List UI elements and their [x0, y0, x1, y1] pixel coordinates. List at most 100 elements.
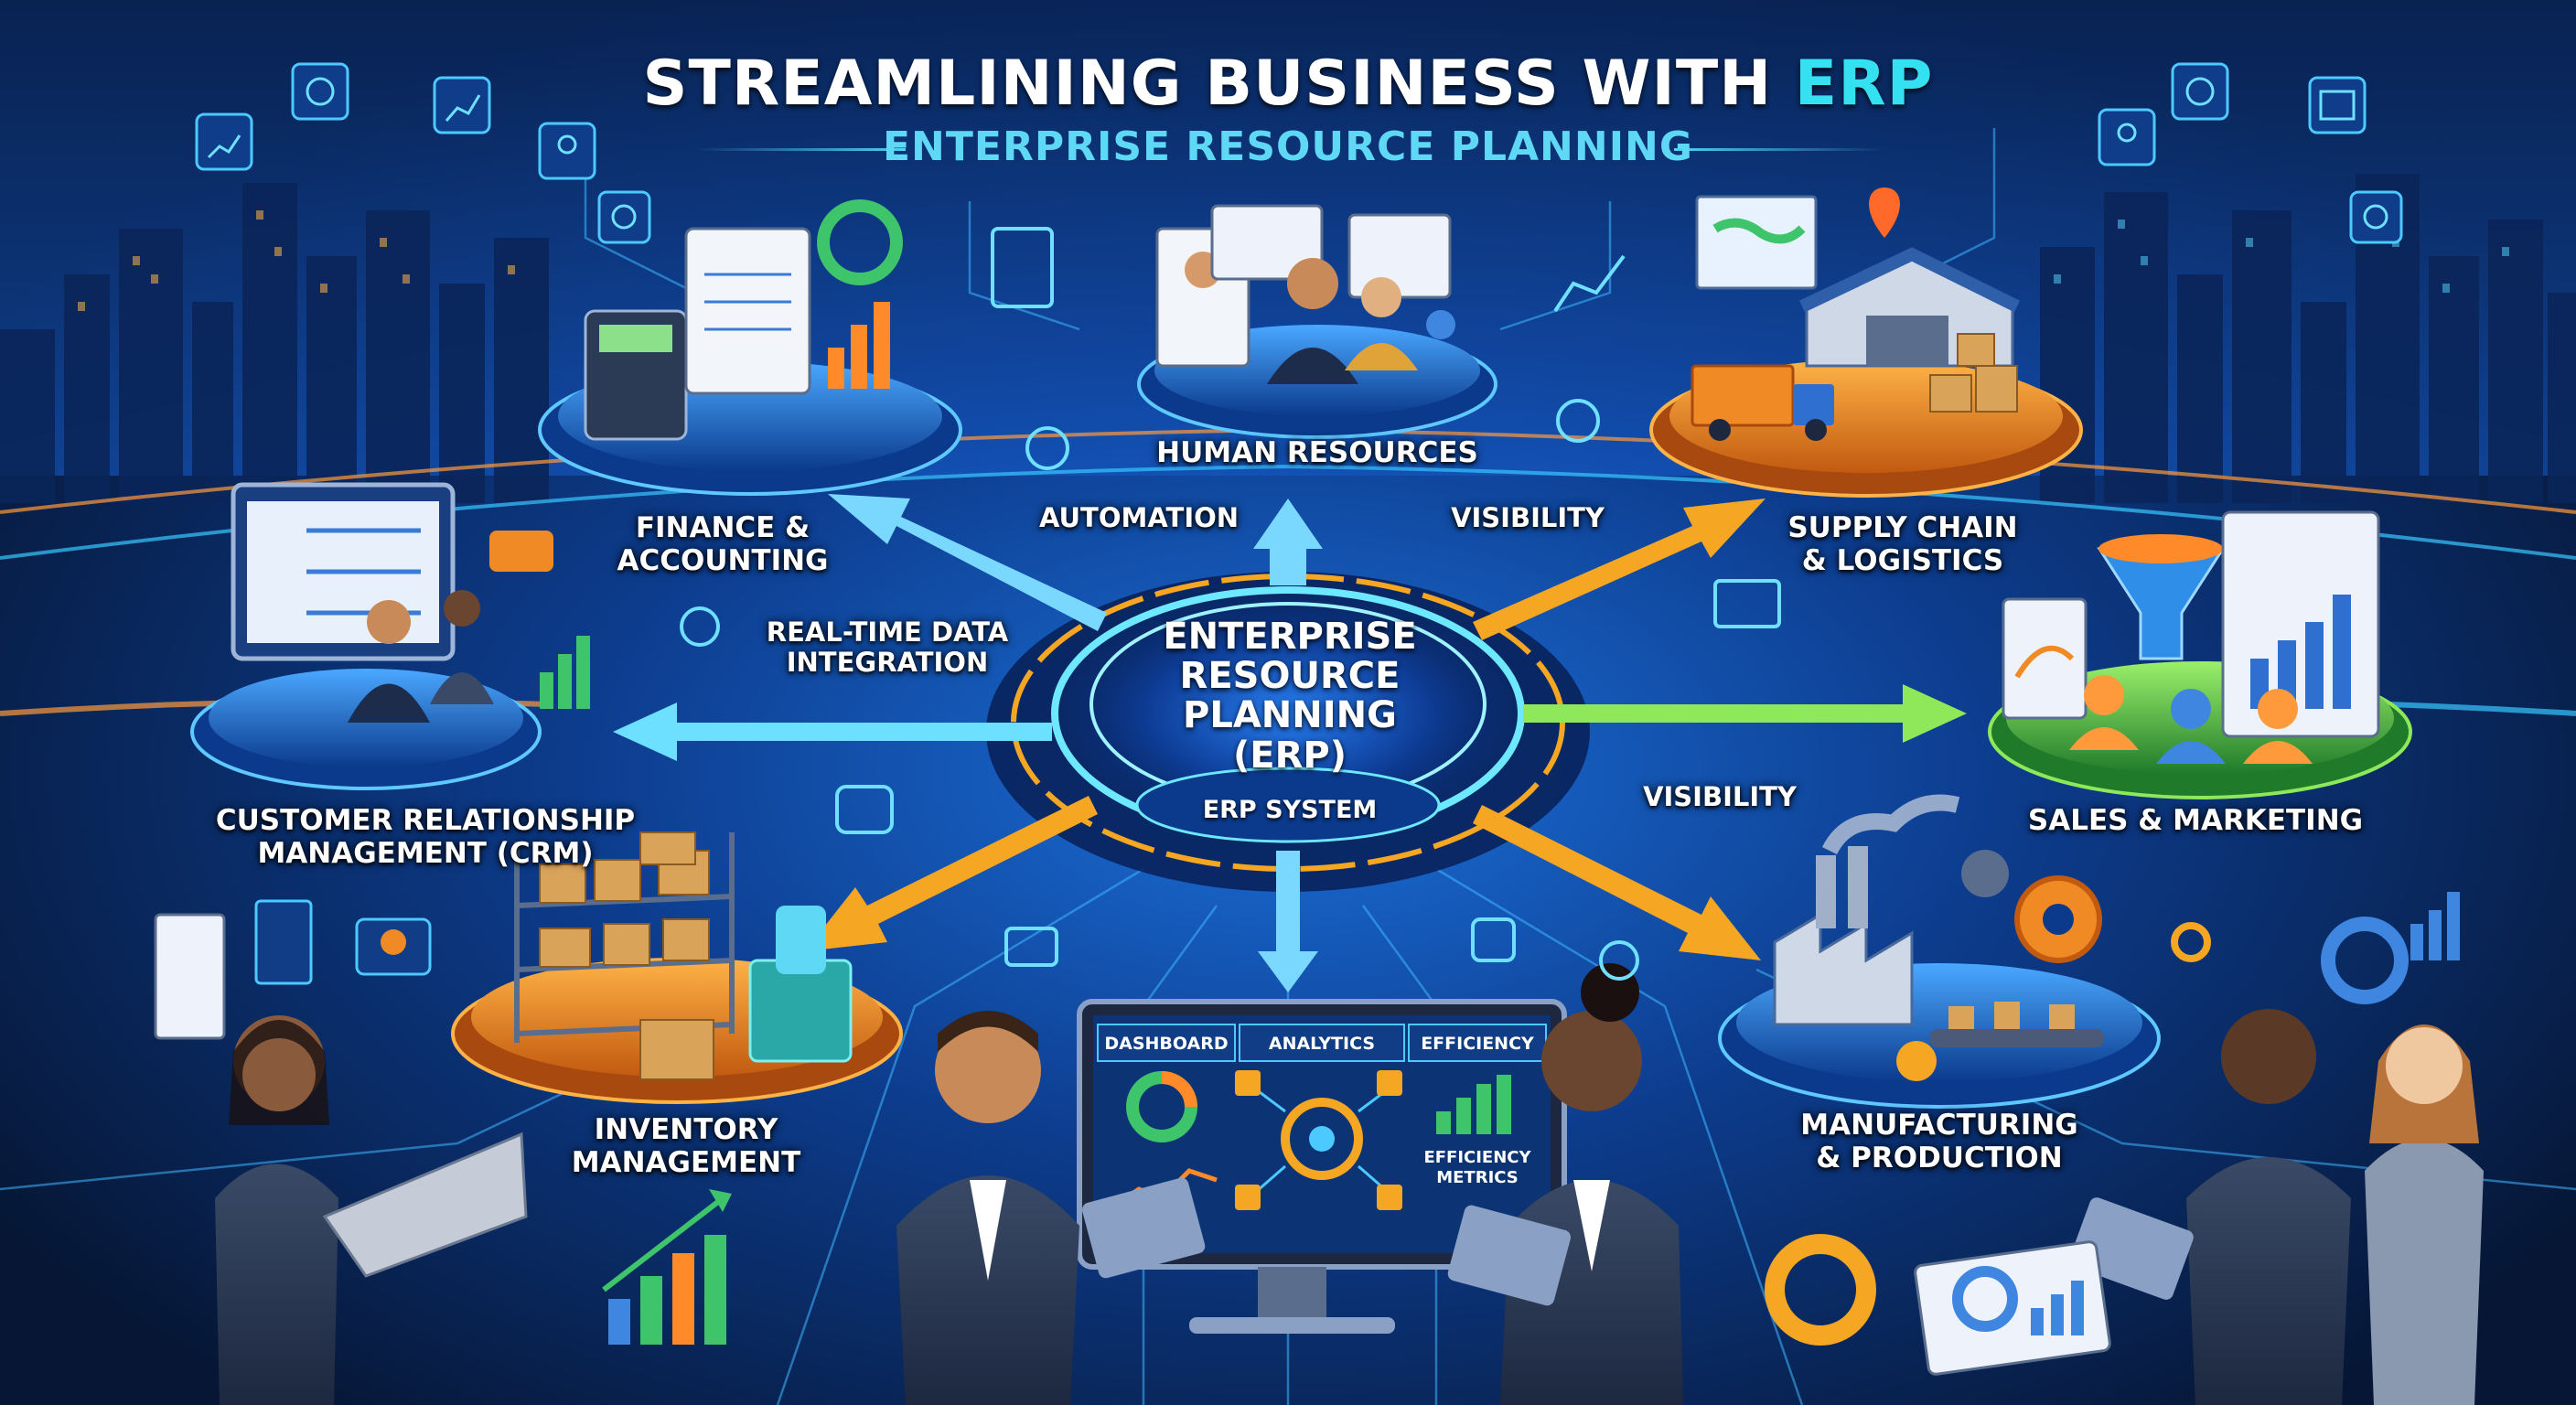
benefit-label-automation: AUTOMATION — [1038, 502, 1240, 533]
label-line: REAL-TIME DATA — [766, 617, 1009, 648]
map-icon — [1695, 195, 1818, 290]
gear-icon — [1599, 940, 1639, 981]
module-label-finance: FINANCE & ACCOUNTING — [585, 511, 860, 577]
bar-chart-icon — [540, 636, 590, 709]
clipboard-icon — [991, 227, 1054, 308]
label-line: FINANCE & — [635, 511, 810, 544]
hub-title-line: RESOURCE — [1179, 655, 1401, 698]
label-line: METRICS — [1436, 1167, 1519, 1187]
floating-icons-right — [2171, 892, 2460, 1004]
label-line: SUPPLY CHAIN — [1787, 511, 2018, 544]
bar-chart-icon — [828, 302, 890, 389]
module-label-inventory: INVENTORY MANAGEMENT — [549, 1113, 823, 1179]
hub-system-label: ERP SYSTEM — [1202, 796, 1378, 824]
label-line: CUSTOMER RELATIONSHIP — [215, 804, 636, 837]
tablet-icon — [1447, 1205, 1572, 1306]
platform-sales — [1988, 510, 2412, 799]
person-woman-laptop — [215, 1015, 528, 1405]
city-skyline-right — [2040, 174, 2576, 503]
module-label-sales: SALES & MARKETING — [2003, 804, 2388, 838]
screen-tab-dashboard: DASHBOARD — [1104, 1034, 1229, 1054]
arrow-to-inventory — [805, 796, 1098, 951]
chat-icon — [1004, 927, 1058, 967]
people-icon — [1426, 310, 1455, 339]
foreground-gear-icon — [1765, 1234, 1876, 1346]
code-icon — [835, 785, 894, 834]
title-accent: ERP — [1794, 48, 1934, 120]
label-line: EFFICIENCY — [1423, 1148, 1531, 1167]
screen-tab-efficiency: EFFICIENCY — [1421, 1034, 1534, 1054]
subtitle-rule-right — [1674, 148, 1884, 151]
pie-chart-icon — [817, 199, 903, 285]
erp-hub — [986, 572, 1590, 892]
arrow-to-crm — [613, 702, 1052, 761]
label-line: SALES & MARKETING — [2027, 804, 2364, 837]
label-line: INVENTORY — [594, 1113, 778, 1146]
arrow-to-supply-chain — [1473, 499, 1766, 640]
module-label-crm: CUSTOMER RELATIONSHIP MANAGEMENT (CRM) — [206, 804, 645, 870]
label-line: MANAGEMENT (CRM) — [257, 836, 594, 870]
truck-icon — [1690, 364, 1795, 427]
laptop-icon — [322, 1132, 528, 1278]
module-label-supply-chain: SUPPLY CHAIN & LOGISTICS — [1756, 511, 2049, 577]
person-man-tablet-center — [896, 1011, 1206, 1405]
label-line: HUMAN RESOURCES — [1156, 436, 1478, 469]
screen-efficiency-metrics: EFFICIENCY METRICS — [1413, 1148, 1541, 1187]
platform-finance — [538, 199, 962, 496]
label-line: MANUFACTURING — [1800, 1109, 2078, 1142]
database-icon — [1471, 917, 1516, 962]
gear-icon — [291, 62, 349, 121]
floating-documents-left — [154, 899, 432, 1040]
hub-title: ENTERPRISE RESOURCE PLANNING (ERP) — [1107, 617, 1473, 776]
gear-icon — [597, 190, 651, 244]
label-line: INTEGRATION — [786, 647, 989, 679]
arrow-to-hr — [1253, 499, 1323, 585]
platform-supply-chain — [1649, 188, 2083, 498]
people-icon — [2098, 108, 2156, 166]
arrow-to-finance — [828, 494, 1107, 631]
arrow-to-dashboard — [1258, 851, 1318, 992]
platform-crm — [190, 482, 590, 790]
bar-chart-icon — [1553, 254, 1626, 313]
platform-hr — [1137, 204, 1497, 439]
benefit-label-realtime-data: REAL-TIME DATA INTEGRATION — [746, 617, 1029, 679]
gear-icon — [1961, 850, 2009, 897]
bar-chart-icon — [2410, 892, 2460, 960]
automation-icon — [1025, 426, 1069, 470]
hub-title-line: PLANNING — [1183, 694, 1397, 737]
tile-glyphs — [207, 77, 2388, 230]
hub-title-line: (ERP) — [1232, 734, 1347, 777]
gear-icon — [1556, 399, 1600, 443]
page-subtitle: ENTERPRISE RESOURCE PLANNING — [883, 123, 1693, 170]
gear-icon — [1281, 1098, 1363, 1180]
page-title: STREAMLINING BUSINESS WITH ERP — [0, 48, 2576, 120]
arrow-to-sales — [1523, 684, 1967, 743]
laptop-icon — [1713, 579, 1781, 628]
label-line: & LOGISTICS — [1801, 543, 2004, 577]
gear-icon — [2171, 922, 2211, 962]
people-icon — [538, 122, 596, 180]
map-pin-icon — [1869, 188, 1900, 238]
connection-arrows — [613, 494, 1967, 992]
benefit-label-visibility-right: VISIBILITY — [1643, 781, 1797, 812]
chat-bubble-icon — [489, 531, 553, 572]
gear-icon — [2171, 62, 2229, 121]
module-label-manufacturing: MANUFACTURING & PRODUCTION — [1775, 1109, 2104, 1174]
bar-chart-icon — [1436, 1075, 1511, 1134]
benefit-label-visibility-top: VISIBILITY — [1451, 502, 1605, 533]
screen-tab-analytics: ANALYTICS — [1268, 1034, 1376, 1054]
city-windows-left — [78, 210, 515, 311]
clipboard-icon — [684, 227, 811, 395]
subtitle-rule-left — [695, 148, 906, 151]
foreground-report-icon — [1914, 1240, 2111, 1376]
platform-inventory — [451, 831, 903, 1104]
gear-icon — [1896, 1041, 1937, 1081]
label-line: & PRODUCTION — [1816, 1141, 2063, 1174]
people-icon — [2069, 675, 2313, 764]
gear-icon — [2321, 917, 2409, 1004]
label-line: MANAGEMENT — [571, 1145, 801, 1179]
arrow-to-manufacturing — [1473, 805, 1761, 960]
gear-icon — [2349, 190, 2403, 244]
mid-icons — [680, 227, 1781, 981]
sync-icon — [680, 606, 720, 647]
